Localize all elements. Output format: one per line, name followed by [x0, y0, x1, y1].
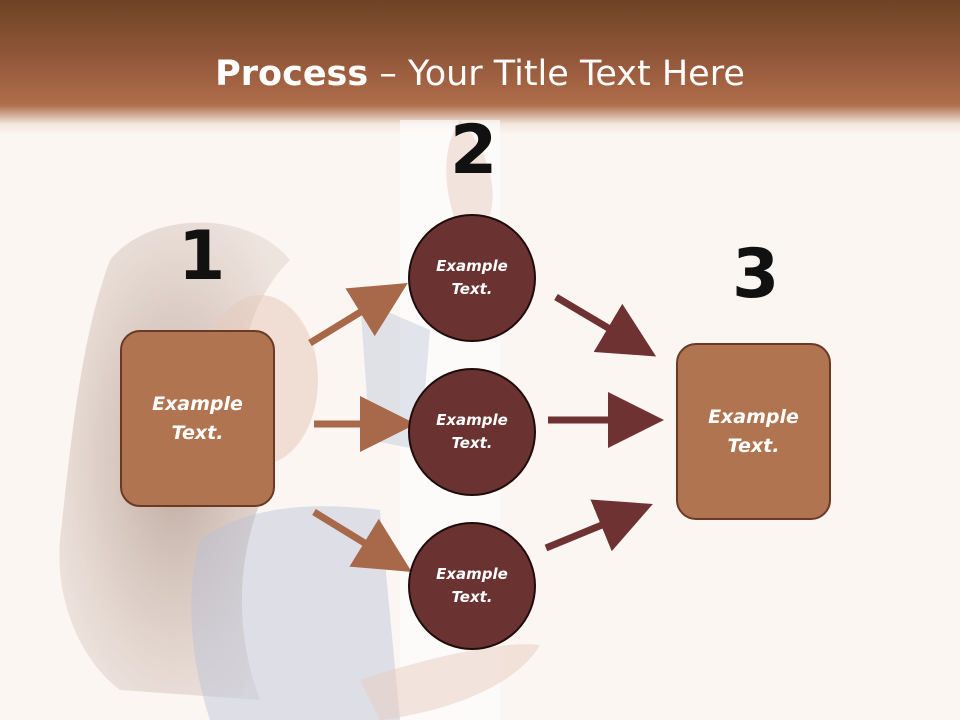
step-1-box[interactable]: Example Text.: [120, 330, 275, 507]
arrow-2c-to-3: [544, 499, 653, 552]
title-rest: – Your Title Text Here: [368, 54, 745, 94]
step-number-2: 2: [450, 111, 498, 190]
step-2-text-2: Example Text.: [436, 411, 508, 452]
step-2-circle-3[interactable]: Example Text.: [408, 522, 536, 650]
step-number-3: 3: [732, 235, 780, 314]
step-number-1: 1: [178, 217, 226, 296]
step-2-circle-1[interactable]: Example Text.: [408, 214, 536, 342]
arrow-2a-to-3: [554, 293, 657, 357]
step-2-text-3: Example Text.: [436, 565, 508, 606]
slide-title[interactable]: Process – Your Title Text Here: [0, 52, 960, 96]
arrow-1-to-2a: [308, 283, 408, 346]
title-bold: Process: [215, 54, 369, 94]
step-2-circle-2[interactable]: Example Text.: [408, 368, 536, 496]
step-2-text-1: Example Text.: [436, 257, 508, 298]
step-3-text: Example Text.: [708, 405, 799, 457]
arrow-1-to-2c: [312, 509, 412, 572]
step-1-text: Example Text.: [152, 392, 243, 444]
step-3-box[interactable]: Example Text.: [676, 343, 831, 520]
title-bar: [0, 0, 960, 135]
